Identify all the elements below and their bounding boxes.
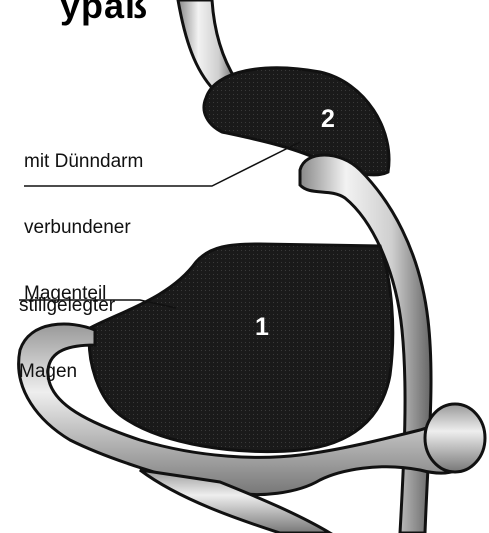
- label-line: Magen: [19, 361, 115, 383]
- label-stillgelegter-magen: stillgelegter Magen: [19, 251, 115, 427]
- duodenal-stump: [425, 404, 485, 472]
- label-line: verbundener: [24, 217, 143, 239]
- label-line: mit Dünndarm: [24, 151, 143, 173]
- label-line: stillgelegter: [19, 295, 115, 317]
- marker-stomach: 1: [255, 313, 269, 342]
- marker-pouch: 2: [321, 105, 335, 134]
- stomach-pouch: [204, 68, 389, 175]
